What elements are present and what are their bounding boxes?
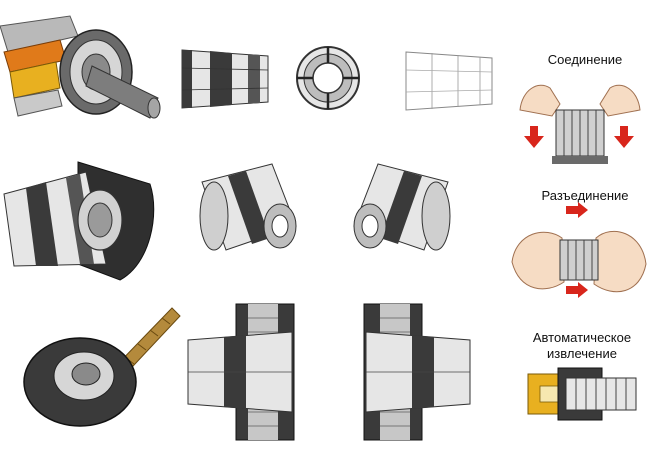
collet-in-nut-section-left-icon: [187, 303, 295, 441]
collet-end-view-icon: [296, 46, 360, 110]
auto-eject-label-line2: извлечение: [547, 346, 617, 361]
collet-3d-left-icon: [199, 163, 297, 251]
disconnect-label: Разъединение: [541, 188, 629, 203]
collet-side-icon: [181, 49, 269, 109]
connect-hands-icon: [519, 84, 641, 164]
collet-holder-cutaway-icon: [0, 15, 161, 119]
connect-label: Соединение: [547, 52, 623, 67]
auto-eject-label-line1: Автоматическое: [532, 330, 632, 345]
auto-eject-section-icon: [527, 367, 637, 421]
collet-nut-cutaway-icon: [3, 161, 155, 281]
collet-3d-right-icon: [353, 163, 451, 251]
collet-outline-icon: [405, 51, 493, 111]
collet-in-nut-section-right-icon: [363, 303, 471, 441]
nut-with-drill-icon: [23, 307, 181, 427]
disconnect-hands-icon: [511, 202, 647, 298]
